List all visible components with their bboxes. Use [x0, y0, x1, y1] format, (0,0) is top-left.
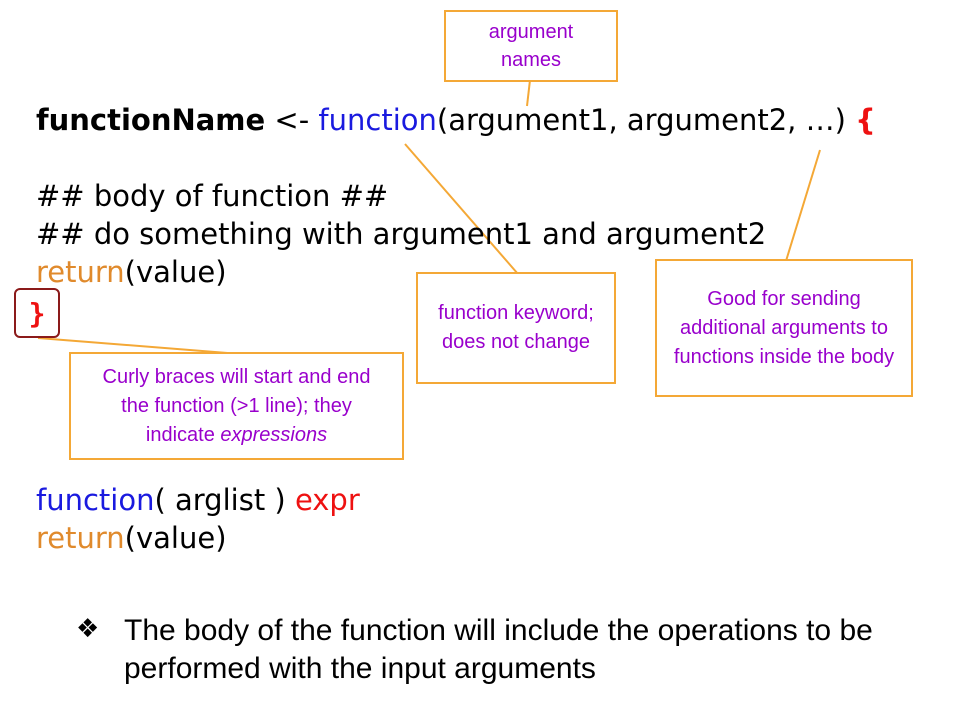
- connector-function-keyword: [404, 143, 519, 275]
- return-keyword: return: [36, 255, 125, 289]
- body-comment-1: ## body of function ##: [36, 179, 389, 213]
- callout-ellipsis-text: Good for sending additional arguments to…: [673, 287, 895, 368]
- function-keyword: function: [318, 103, 437, 137]
- assignment-arrow: <-: [265, 103, 319, 137]
- bullet-icon: ❖: [76, 614, 100, 644]
- callout-braces-emph: expressions: [220, 423, 328, 446]
- body-comment-2: ## do something with argument1 and argum…: [36, 217, 767, 251]
- callout-braces-text: Curly braces will start and end the func…: [87, 363, 387, 450]
- close-brace-box: }: [14, 288, 60, 338]
- syntax-function-line: function( arglist ) expr: [36, 486, 360, 515]
- function-name: functionName: [36, 103, 266, 137]
- argument-list: (argument1, argument2, …): [436, 103, 856, 137]
- open-brace: {: [855, 103, 876, 137]
- connector-ellipsis: [785, 149, 821, 262]
- close-brace: }: [28, 296, 46, 330]
- return-line: return(value): [36, 258, 227, 287]
- syntax-function-keyword: function: [36, 483, 155, 517]
- callout-argument-names-text: argument names: [488, 21, 574, 71]
- callout-function-keyword: function keyword; does not change: [416, 272, 616, 384]
- syntax-arglist: ( arglist ): [154, 483, 295, 517]
- syntax-return-keyword: return: [36, 521, 125, 555]
- function-definition-line: functionName <- function(argument1, argu…: [36, 106, 876, 135]
- callout-function-keyword-text: function keyword; does not change: [438, 302, 594, 353]
- callout-braces: Curly braces will start and end the func…: [69, 352, 404, 460]
- syntax-return-value: (value): [124, 521, 227, 555]
- return-value: (value): [124, 255, 227, 289]
- callout-ellipsis: Good for sending additional arguments to…: [655, 259, 913, 397]
- callout-braces-prefix: Curly braces will start and end the func…: [102, 365, 371, 446]
- callout-argument-names: argument names: [444, 10, 618, 82]
- syntax-return-line: return(value): [36, 524, 227, 553]
- connector-braces: [37, 337, 241, 355]
- bullet-text: The body of the function will include th…: [124, 614, 873, 685]
- connector-argument-names: [526, 79, 531, 107]
- syntax-expr: expr: [294, 483, 360, 517]
